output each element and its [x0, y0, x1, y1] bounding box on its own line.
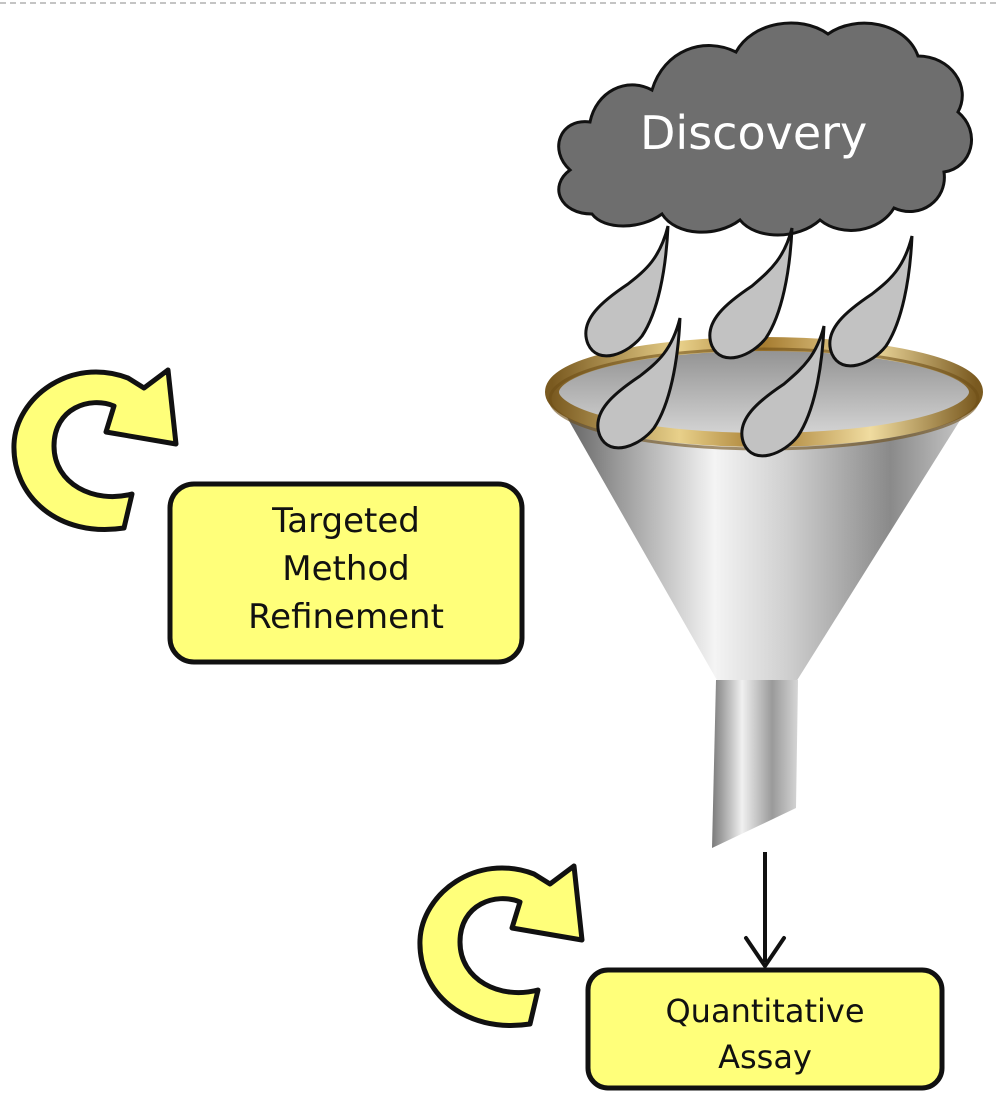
cloud-shape	[557, 21, 973, 237]
funnel-cone	[556, 398, 974, 682]
funnel-spout	[712, 680, 798, 848]
targeted-method-refinement-box: Targeted Method Refinement	[167, 481, 525, 665]
quantitative-line-1: Quantitative	[665, 992, 864, 1030]
cycle-arrow-icon	[11, 367, 179, 532]
targeted-line-1: Targeted	[271, 501, 420, 541]
raindrop	[708, 227, 794, 360]
raindrop	[596, 317, 682, 450]
raindrop	[828, 235, 914, 368]
raindrop	[740, 325, 826, 458]
quantitative-assay-box: Quantitative Assay	[585, 967, 945, 1091]
down-arrow	[744, 852, 786, 968]
discovery-cloud: Discovery	[557, 21, 973, 237]
cloud-label: Discovery	[640, 106, 867, 160]
raindrops	[584, 225, 914, 458]
cycle-arrow-icon	[417, 863, 585, 1028]
quantitative-line-2: Assay	[718, 1038, 812, 1076]
targeted-line-2: Method	[282, 549, 410, 589]
targeted-line-3: Refinement	[248, 597, 444, 637]
raindrop	[584, 225, 670, 358]
